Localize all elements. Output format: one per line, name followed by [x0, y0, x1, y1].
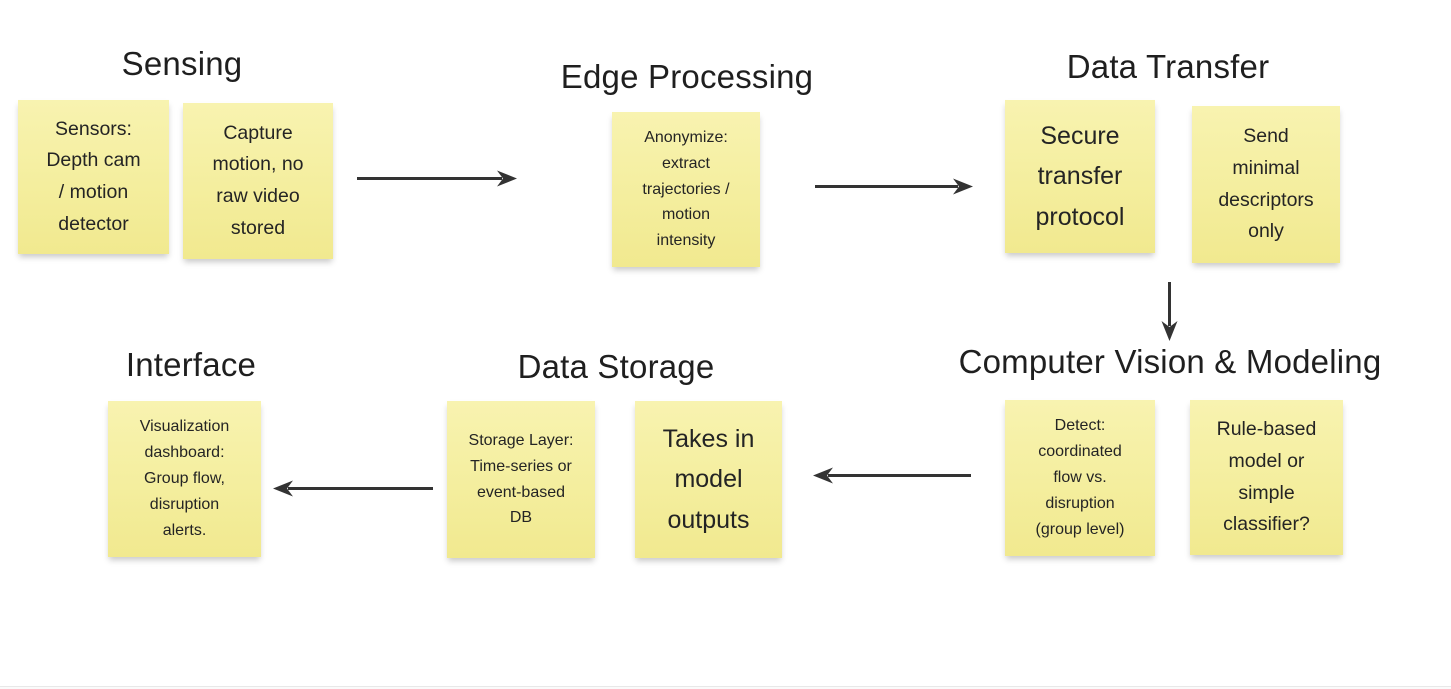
sticky-note-anonymize[interactable]: Anonymize: extract trajectories / motion…	[612, 112, 760, 267]
sticky-note-sensors[interactable]: Sensors: Depth cam / motion detector	[18, 100, 169, 254]
section-title-data-transfer[interactable]: Data Transfer	[1066, 48, 1270, 85]
arrow-right-icon[interactable]	[814, 178, 974, 195]
sticky-note-capture-motion[interactable]: Capture motion, no raw video stored	[183, 103, 333, 259]
sticky-note-detect-flow[interactable]: Detect: coordinated flow vs. disruption …	[1005, 400, 1155, 556]
section-title-interface[interactable]: Interface	[125, 346, 257, 383]
sticky-note-model-outputs[interactable]: Takes in model outputs	[635, 401, 782, 558]
section-title-sensing[interactable]: Sensing	[121, 45, 243, 82]
sticky-note-rule-based-model[interactable]: Rule-based model or simple classifier?	[1190, 400, 1343, 555]
arrow-left-icon[interactable]	[272, 480, 434, 497]
arrow-right-icon[interactable]	[356, 170, 518, 187]
section-title-computer-vision[interactable]: Computer Vision & Modeling	[958, 343, 1382, 380]
sticky-note-visualization-dashboard[interactable]: Visualization dashboard: Group flow, dis…	[108, 401, 261, 557]
section-title-data-storage[interactable]: Data Storage	[517, 348, 715, 385]
canvas-bottom-border	[0, 686, 1451, 687]
sticky-note-minimal-descriptors[interactable]: Send minimal descriptors only	[1192, 106, 1340, 263]
canvas-bottom-margin	[0, 687, 1451, 689]
arrow-left-icon[interactable]	[812, 467, 972, 484]
section-title-edge-processing[interactable]: Edge Processing	[560, 58, 814, 95]
arrow-down-icon[interactable]	[1161, 281, 1178, 342]
sticky-note-storage-layer[interactable]: Storage Layer: Time-series or event-base…	[447, 401, 595, 558]
sticky-note-secure-transfer[interactable]: Secure transfer protocol	[1005, 100, 1155, 253]
